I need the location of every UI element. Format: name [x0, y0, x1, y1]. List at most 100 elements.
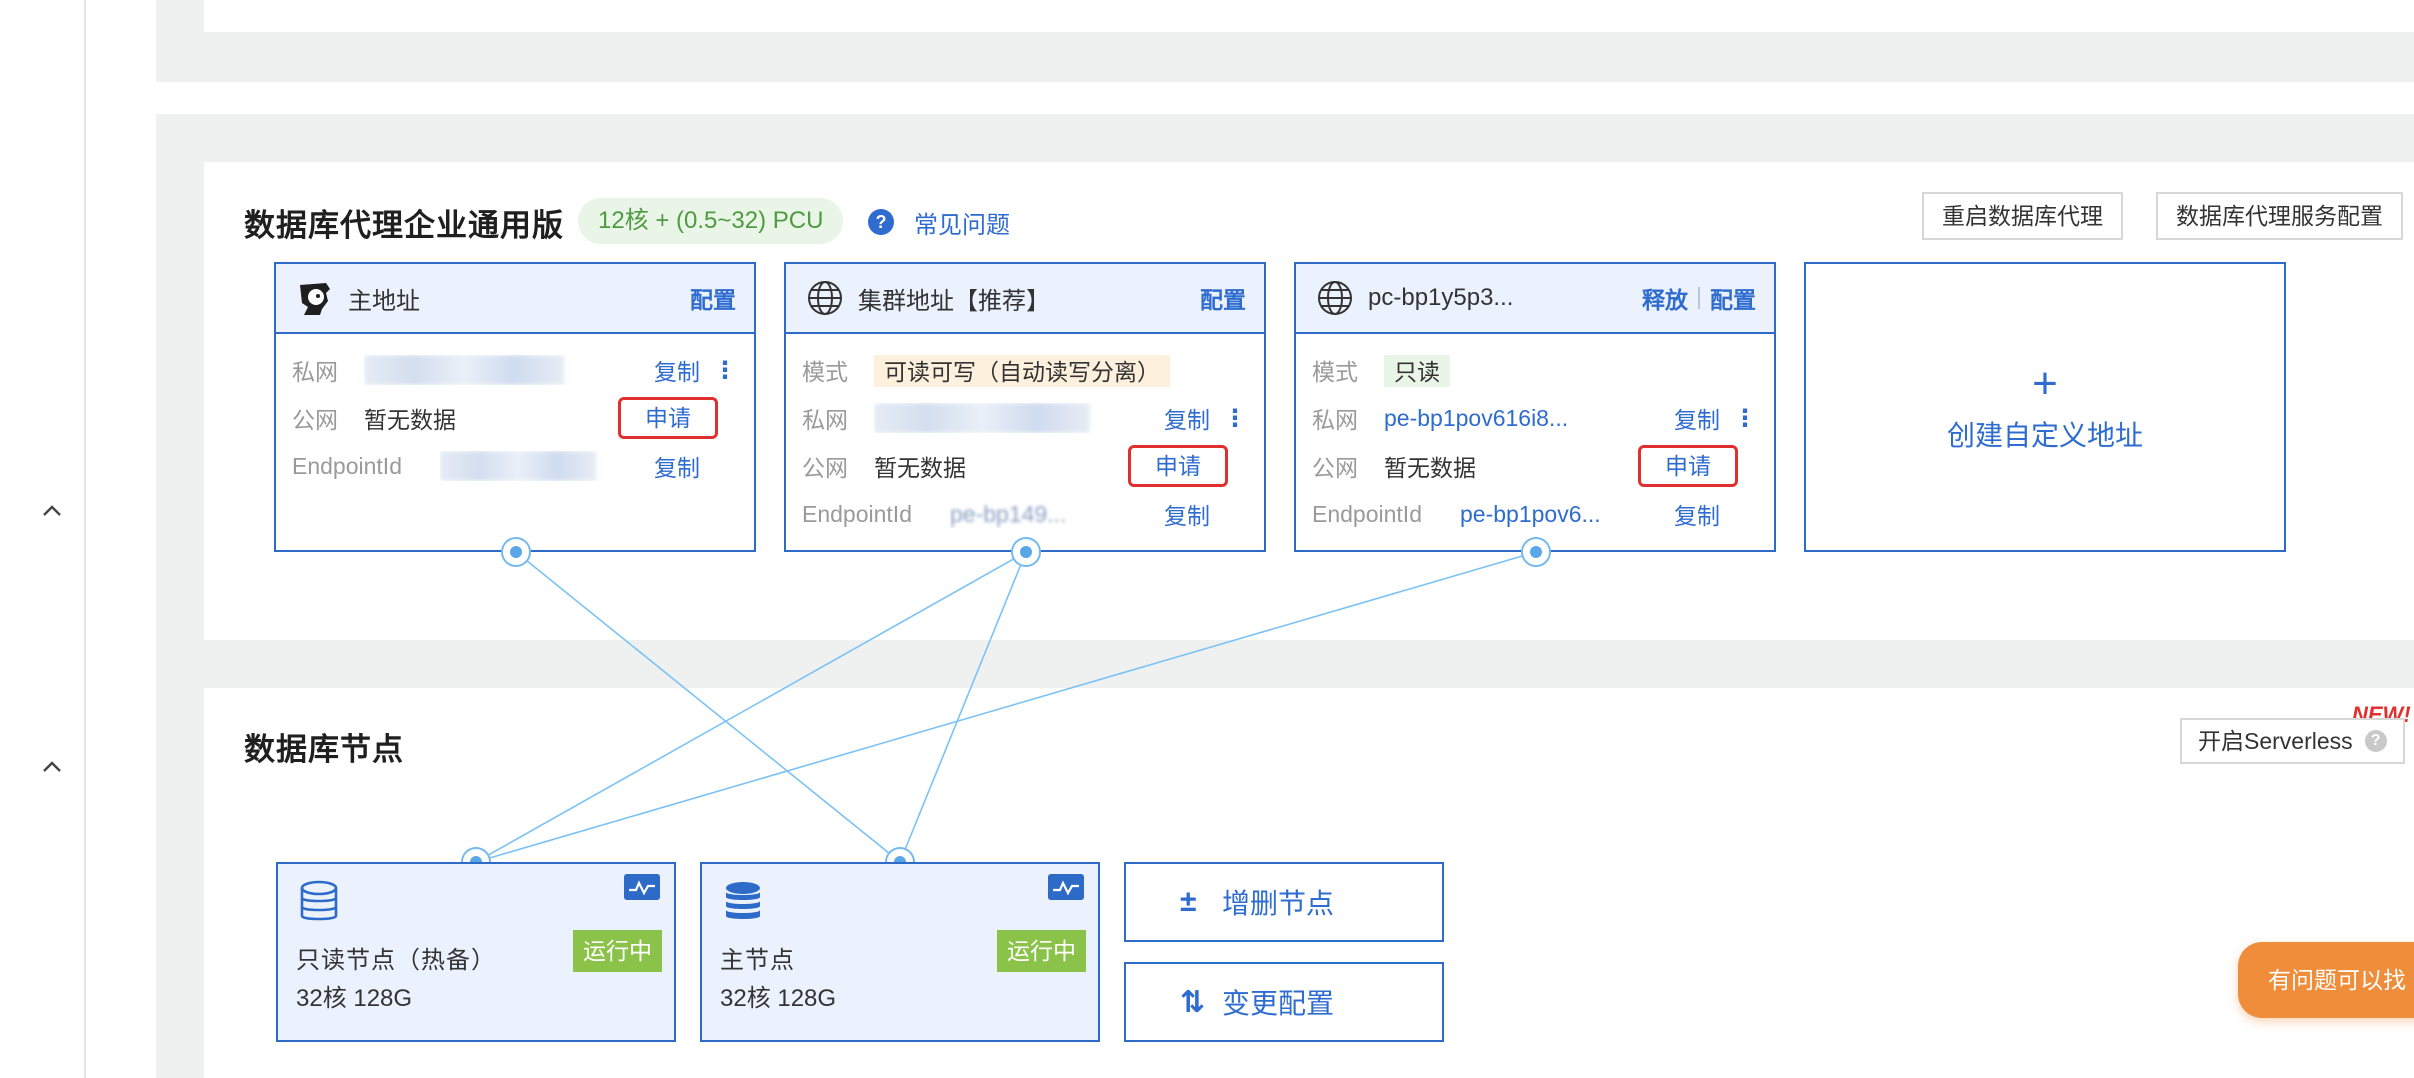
- left-rail: [0, 0, 86, 1078]
- public-address-value: 暂无数据: [874, 455, 966, 481]
- endpoint-card-header: pc-bp1y5p3... 释放 配置: [1296, 264, 1774, 334]
- endpoint-row-public: 公网 暂无数据 申请 ⋮: [292, 397, 736, 439]
- row-label: 公网: [292, 407, 338, 433]
- endpoint-card-custom: pc-bp1y5p3... 释放 配置 模式 只读 私网 pe-bp1pov61…: [1294, 262, 1776, 552]
- plus-icon: +: [2032, 359, 2058, 408]
- endpoint-row-private: 私网 pe-bp1pov616i8... 复制 ⋮: [1312, 398, 1757, 438]
- more-vertical-icon[interactable]: ⋮: [713, 356, 737, 384]
- public-address-value: 暂无数据: [1384, 455, 1476, 481]
- pcu-badge: 12核 + (0.5~32) PCU: [578, 198, 844, 244]
- globe-icon: [1316, 279, 1354, 317]
- node-spec: 32核 128G: [720, 985, 837, 1012]
- enable-serverless-label: 开启Serverless: [2198, 728, 2353, 754]
- change-config-label: 变更配置: [1222, 988, 1335, 1019]
- add-remove-nodes-button[interactable]: ± 增删节点: [1124, 862, 1444, 942]
- private-address-value[interactable]: pe-bp1pov616i8...: [1384, 404, 1569, 431]
- endpoint-title: 主地址: [348, 287, 420, 315]
- faq-label: 常见问题: [914, 211, 1010, 239]
- row-label: EndpointId: [802, 500, 912, 527]
- endpoint-anchor: [1011, 537, 1041, 567]
- change-config-button[interactable]: ⇅ 变更配置: [1124, 962, 1444, 1042]
- proxy-service-config-button[interactable]: 数据库代理服务配置: [2156, 192, 2403, 240]
- proxy-title: 数据库代理企业通用版: [244, 208, 564, 243]
- row-label: 私网: [292, 359, 338, 385]
- endpoint-card-header: 集群地址【推荐】 配置: [786, 264, 1264, 334]
- node-name: 主节点: [720, 947, 795, 974]
- enable-serverless-button[interactable]: 开启Serverless ?: [2180, 718, 2405, 764]
- public-address-value: 暂无数据: [364, 407, 456, 433]
- endpoint-card-header: 主地址 配置: [276, 264, 754, 334]
- left-rail-divider: [84, 0, 86, 1078]
- endpoint-title: 集群地址【推荐】: [858, 287, 1050, 315]
- globe-icon: [806, 279, 844, 317]
- mode-tag: 只读: [1384, 355, 1450, 387]
- copy-link[interactable]: 复制: [654, 455, 700, 481]
- mode-tag: 可读可写（自动读写分离）: [874, 355, 1170, 387]
- apply-link[interactable]: 申请: [1638, 445, 1738, 487]
- collapse-up-icon[interactable]: [38, 752, 66, 780]
- private-address-value: [874, 403, 1152, 433]
- endpoint-row-endpointid: EndpointId pe-bp1pov6... 复制 ⋮: [1312, 494, 1756, 534]
- row-label: 模式: [802, 359, 848, 385]
- row-label: 私网: [1312, 407, 1358, 433]
- node-card-readonly[interactable]: 只读节点（热备） 运行中 32核 128G: [276, 862, 676, 1042]
- restart-proxy-button[interactable]: 重启数据库代理: [1922, 192, 2123, 240]
- faq-link[interactable]: ? 常见问题: [868, 204, 1010, 240]
- copy-link[interactable]: 复制: [1674, 407, 1720, 433]
- create-custom-endpoint-button[interactable]: + 创建自定义地址: [1804, 262, 2286, 552]
- add-remove-nodes-label: 增删节点: [1222, 888, 1335, 919]
- help-circle-icon[interactable]: ?: [2364, 730, 2387, 752]
- more-vertical-icon[interactable]: ⋮: [1733, 404, 1757, 432]
- endpoint-row-public: 公网 暂无数据 申请 ⋮: [802, 445, 1246, 487]
- private-address-value: [364, 355, 642, 385]
- endpoint-row-private: 私网 复制 ⋮: [292, 350, 737, 390]
- endpoint-anchor: [501, 537, 531, 567]
- endpoint-id-text: pe-bp149...: [950, 500, 1067, 527]
- status-badge: 运行中: [573, 930, 662, 972]
- endpoint-config-link[interactable]: 配置: [690, 287, 736, 313]
- create-custom-endpoint-label: 创建自定义地址: [1946, 420, 2143, 451]
- help-circle-icon: ?: [868, 209, 894, 235]
- copy-link[interactable]: 复制: [1164, 503, 1210, 529]
- apply-link[interactable]: 申请: [618, 397, 718, 439]
- plus-minus-icon: ±: [1180, 885, 1197, 918]
- action-divider: [1698, 287, 1700, 309]
- row-label: 公网: [802, 455, 848, 481]
- endpoint-release-link[interactable]: 释放: [1642, 287, 1688, 313]
- row-label: 模式: [1312, 359, 1358, 385]
- node-spec: 32核 128G: [296, 985, 413, 1012]
- endpoint-config-link[interactable]: 配置: [1710, 287, 1756, 313]
- endpoint-config-link[interactable]: 配置: [1200, 287, 1246, 313]
- endpoint-row-mode: 模式 只读: [1312, 350, 1756, 390]
- endpoint-row-public: 公网 暂无数据 申请 ⋮: [1312, 445, 1756, 487]
- endpoint-row-private: 私网 复制 ⋮: [802, 398, 1247, 438]
- swap-arrows-icon: ⇅: [1180, 985, 1206, 1019]
- collapse-up-icon[interactable]: [38, 496, 66, 524]
- copy-link[interactable]: 复制: [654, 359, 700, 385]
- row-label: EndpointId: [1312, 500, 1422, 527]
- node-card-primary[interactable]: 主节点 运行中 32核 128G: [700, 862, 1100, 1042]
- endpoint-card-cluster: 集群地址【推荐】 配置 模式 可读可写（自动读写分离） 私网 复制 ⋮ 公网 暂…: [784, 262, 1266, 552]
- help-chat-bubble[interactable]: 有问题可以找: [2238, 942, 2414, 1018]
- endpoint-id-value[interactable]: pe-bp1pov6...: [1460, 500, 1601, 527]
- more-vertical-icon[interactable]: ⋮: [1223, 404, 1247, 432]
- apply-link[interactable]: 申请: [1128, 445, 1228, 487]
- database-icon: [726, 882, 760, 919]
- copy-link[interactable]: 复制: [1164, 407, 1210, 433]
- row-label: 私网: [802, 407, 848, 433]
- row-label: EndpointId: [292, 452, 402, 479]
- copy-link[interactable]: 复制: [1674, 503, 1720, 529]
- avatar-icon: [296, 279, 334, 317]
- endpoint-row-mode: 模式 可读可写（自动读写分离）: [802, 350, 1246, 390]
- row-label: 公网: [1312, 455, 1358, 481]
- database-icon: [300, 880, 338, 921]
- nodes-title: 数据库节点: [244, 732, 404, 767]
- monitor-chart-icon[interactable]: [1048, 874, 1084, 900]
- monitor-chart-icon[interactable]: [624, 874, 660, 900]
- endpoint-row-endpointid: EndpointId 复制 ⋮: [292, 446, 736, 486]
- endpoint-card-primary: 主地址 配置 私网 复制 ⋮ 公网 暂无数据 申请 ⋮ EndpointId 复…: [274, 262, 756, 552]
- blurred-value: [364, 355, 564, 385]
- endpoint-id-value: [440, 451, 642, 481]
- endpoint-id-value: pe-bp149...: [950, 501, 1152, 528]
- endpoint-anchor: [1521, 537, 1551, 567]
